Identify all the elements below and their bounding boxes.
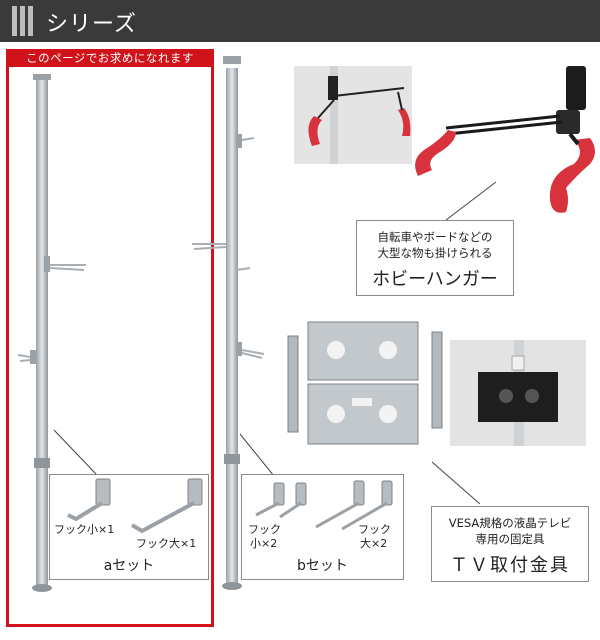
tv-mount-desc-line1: VESA規格の液晶テレビ: [448, 516, 572, 530]
pole-b-illustration: [192, 56, 265, 590]
pole-a-joint: [34, 458, 50, 468]
hobby-hanger-illustration: [415, 66, 595, 213]
set-a-box: フック小×1 フック大×1 aセット: [49, 474, 209, 580]
hanger-wall-bracket: [566, 66, 586, 110]
set-b-hooks-image: [255, 480, 393, 531]
set-b-large-hook-label-1: フック: [358, 523, 391, 536]
set-b-callout-line: [239, 433, 275, 477]
set-a-callout-line: [53, 429, 97, 475]
pole-a-foot: [32, 584, 52, 592]
header-stripe: [28, 6, 33, 36]
hanger-front-hook: [415, 130, 456, 176]
hobby-hanger-mounted-photo: [294, 66, 412, 164]
header-stripe: [20, 6, 25, 36]
pole-b-foot: [222, 582, 242, 590]
set-b-name: bセット: [297, 558, 348, 574]
pole-b-joint: [224, 454, 240, 464]
set-b-large-hook-label-2: 大×2: [360, 537, 388, 550]
tv-mount-top-plate: [307, 321, 419, 381]
tv-mount-callout-line: [431, 461, 481, 505]
set-b-small-hook-label-1: フック: [248, 523, 281, 536]
hanger-arm: [445, 114, 563, 136]
set-a-large-hook-label: フック大×1: [136, 537, 197, 550]
pole-b-hooks: [192, 134, 265, 359]
pole-a-small-hook: [17, 350, 36, 364]
set-a-hooks-image: [67, 478, 203, 534]
set-a-name: aセット: [103, 558, 155, 574]
pole-a-shaft: [36, 78, 48, 590]
hobby-hanger-callout-line: [445, 181, 497, 221]
tv-mount-side-rail-left: [287, 335, 299, 433]
hobby-hanger-desc-line2: 大型な物も掛けられる: [377, 246, 493, 260]
tv-mount-bottom-plate: [307, 383, 419, 445]
tv-mount-side-rail-right: [431, 331, 443, 429]
set-a-small-hook-label: フック小×1: [54, 523, 115, 536]
tv-mount-name: ＴＶ取付金具: [450, 555, 570, 576]
tv-mount-box: VESA規格の液晶テレビ 専用の固定具 ＴＶ取付金具: [431, 506, 589, 582]
pole-a-top-cap: [33, 74, 51, 80]
pole-a-illustration: [17, 74, 86, 592]
tv-mount-desc-line2: 専用の固定具: [475, 532, 545, 546]
section-header: シリーズ: [0, 0, 600, 42]
set-b-box: フック 小×2 フック 大×2 bセット: [241, 474, 404, 580]
section-title: シリーズ: [46, 12, 137, 37]
hobby-hanger-name: ホビーハンガー: [372, 269, 498, 290]
pole-b-top-cap: [223, 56, 241, 64]
hanger-rear-hook: [549, 138, 595, 213]
set-b-small-hook-label-2: 小×2: [250, 537, 278, 550]
header-stripe: [12, 6, 17, 36]
available-here-label: このページでお求めになれます: [6, 49, 214, 67]
tv-mount-plates-illustration: [287, 321, 443, 445]
pole-a-large-hook: [44, 256, 86, 272]
hobby-hanger-desc-line1: 自転車やボードなどの: [377, 230, 493, 244]
tv-mount-wall-photo: [450, 340, 586, 446]
hobby-hanger-box: 自転車やボードなどの 大型な物も掛けられる ホビーハンガー: [356, 220, 514, 296]
